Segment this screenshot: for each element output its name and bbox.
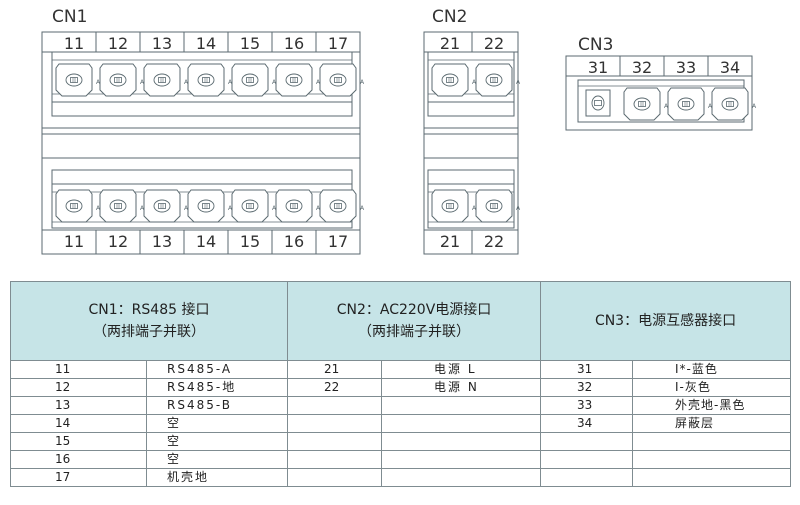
cn1-bottom-pin-label: 17 (328, 232, 348, 251)
cn1-title: CN1 (52, 7, 87, 27)
cn1-pin-cell: 12 (10, 378, 147, 397)
cn1-top-pin-label: 15 (240, 34, 260, 53)
cn3-pin-label: 33 (676, 58, 696, 77)
cn2-connector: CN2 21 22 21 22 (423, 7, 522, 255)
cn1-pin-cell: 17 (10, 468, 147, 487)
cn3-pin-cell: 31 (540, 360, 634, 379)
cn1-pin-cell: 14 (10, 414, 147, 433)
cn3-pin-cell (540, 432, 634, 451)
cn1-top-pin-label: 11 (64, 34, 84, 53)
cn1-desc-cell: RS485-B (145, 396, 289, 415)
cn3-pin-cell: 32 (540, 378, 634, 397)
cn2-header-line1: CN2：AC220V电源接口 (336, 302, 492, 318)
cn2-desc-cell (381, 396, 542, 415)
cn2-desc-cell: 电源 L (381, 360, 542, 379)
cn3-desc-cell: I-灰色 (632, 378, 792, 397)
cn1-top-pin-label: 17 (328, 34, 348, 53)
cn1-bottom-pin-label: 15 (240, 232, 260, 251)
cn1-bottom-pin-label: 11 (64, 232, 84, 251)
cn1-bottom-pin-label: 14 (196, 232, 216, 251)
cn2-header: CN2：AC220V电源接口 （两排端子并联） (287, 281, 542, 361)
cn3-connector: CN3 31 32 33 34 (565, 35, 758, 131)
cn3-desc-cell: 外壳地-黑色 (632, 396, 792, 415)
cn1-top-pin-label: 13 (152, 34, 172, 53)
cn1-pin-cell: 16 (10, 450, 147, 469)
cn3-desc-cell (632, 450, 792, 469)
cn1-desc-cell: 机壳地 (145, 468, 289, 487)
cn2-top-pin-label: 22 (484, 34, 504, 53)
cn3-title: CN3 (578, 35, 613, 55)
cn1-header: CN1：RS485 接口 （两排端子并联） (9, 281, 289, 361)
cn3-header: CN3：电源互感器接口 (540, 281, 792, 361)
cn2-bottom-pin-label: 21 (440, 232, 460, 251)
cn2-pin-cell (287, 414, 383, 433)
cn3-pin-cell (540, 468, 634, 487)
cn1-pin-cell: 15 (10, 432, 147, 451)
cn1-bottom-pin-label: 16 (284, 232, 304, 251)
cn2-title: CN2 (432, 7, 467, 27)
cn3-pin-cell: 34 (540, 414, 634, 433)
cn2-desc-cell (381, 468, 542, 487)
cn3-desc-cell (632, 468, 792, 487)
cn2-pin-cell (287, 432, 383, 451)
cn3-pin-label: 32 (632, 58, 652, 77)
cn2-desc-cell (381, 432, 542, 451)
cn1-top-pin-label: 16 (284, 34, 304, 53)
cn1-pin-cell: 11 (10, 360, 147, 379)
screw-terminal (585, 89, 611, 117)
cn1-pin-cell: 13 (10, 396, 147, 415)
cn3-pin-label: 31 (588, 58, 608, 77)
cn2-desc-cell (381, 414, 542, 433)
cn3-header-line1: CN3：电源互感器接口 (594, 313, 737, 329)
cn3-pin-cell (540, 450, 634, 469)
cn3-desc-cell: 屏蔽层 (632, 414, 792, 433)
cn2-pin-cell (287, 450, 383, 469)
cn2-bottom-pin-label: 22 (484, 232, 504, 251)
cn1-connector: CN1 11 12 13 14 15 16 17 11 12 13 14 15 16 17 (41, 7, 366, 255)
cn2-header-line2: （两排端子并联） (358, 324, 471, 340)
cn1-desc-cell: 空 (145, 432, 289, 451)
cn2-pin-cell: 21 (287, 360, 383, 379)
cn1-header-line2: （两排端子并联） (93, 324, 205, 340)
cn3-pin-label: 34 (720, 58, 740, 77)
cn1-bottom-pin-label: 12 (108, 232, 128, 251)
cn2-pin-cell (287, 468, 383, 487)
cn1-top-pin-label: 14 (196, 34, 216, 53)
cn3-desc-cell (632, 432, 792, 451)
cn3-pin-cell: 33 (540, 396, 634, 415)
cn1-top-pin-label: 12 (108, 34, 128, 53)
cn2-desc-cell (381, 450, 542, 469)
cn1-desc-cell: RS485-A (145, 360, 289, 379)
cn2-pin-cell (287, 396, 383, 415)
cn1-desc-cell: 空 (145, 414, 289, 433)
cn2-desc-cell: 电源 N (381, 378, 542, 397)
cn1-desc-cell: 空 (145, 450, 289, 469)
cn1-desc-cell: RS485-地 (145, 378, 289, 397)
cn3-desc-cell: I*-蓝色 (632, 360, 792, 379)
cn1-header-line1: CN1：RS485 接口 (88, 302, 210, 318)
cn2-top-pin-label: 21 (440, 34, 460, 53)
pin-definition-table: CN1：RS485 接口 （两排端子并联） CN2：AC220V电源接口 （两排… (9, 281, 792, 487)
cn2-pin-cell: 22 (287, 378, 383, 397)
cn1-bottom-pin-label: 13 (152, 232, 172, 251)
